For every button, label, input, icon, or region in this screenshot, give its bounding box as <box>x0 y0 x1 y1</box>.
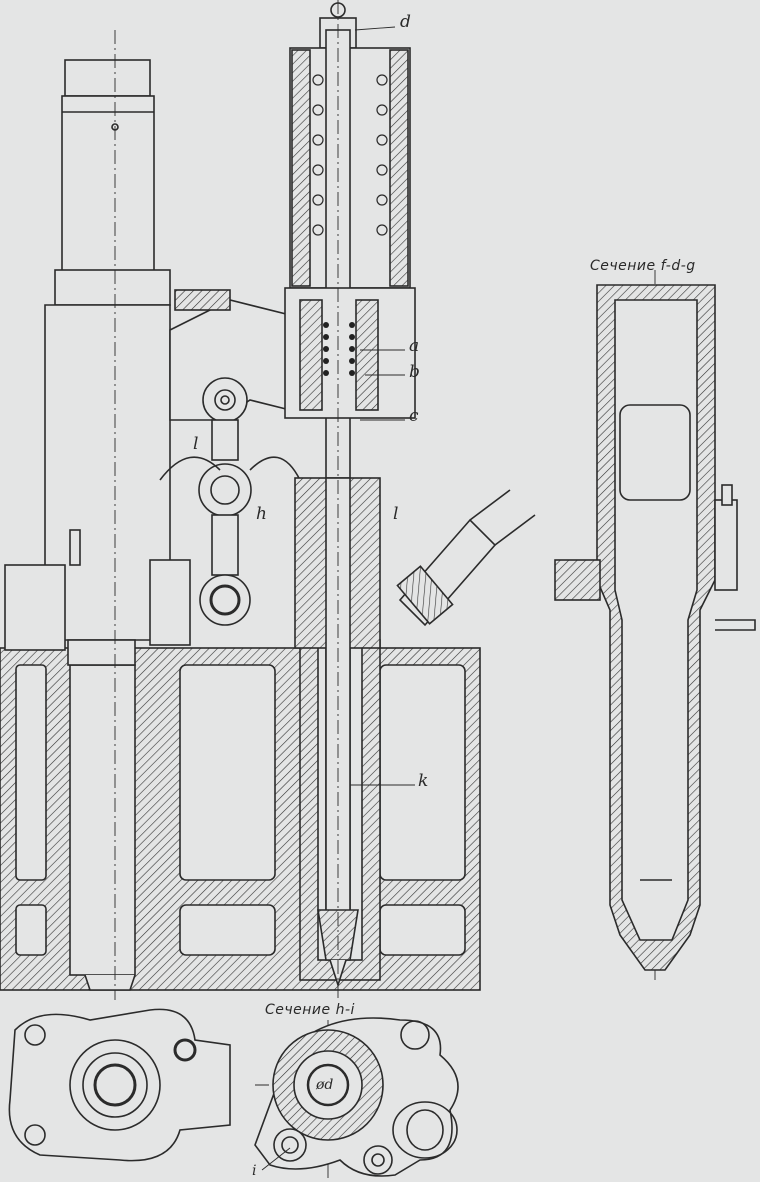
leader-lines <box>261 26 415 1171</box>
rocker-linkage <box>159 289 301 626</box>
label-diameter-d: ød <box>316 1077 334 1093</box>
label-d: d <box>400 12 411 32</box>
fuel-pump <box>4 59 191 666</box>
section-fdg <box>554 284 756 971</box>
bottom-views <box>8 1008 459 1177</box>
label-i: l <box>393 504 399 524</box>
cylinder-block <box>0 639 481 991</box>
section-fdg-title: Сечение f-d-g <box>590 258 696 274</box>
label-i-bottom: i <box>252 1163 257 1179</box>
label-a: a <box>409 336 420 356</box>
label-k: k <box>418 771 429 791</box>
section-hi-title: Сечение h-i <box>265 1002 355 1018</box>
label-b: b <box>409 362 420 382</box>
label-c: c <box>409 406 419 426</box>
label-l: l <box>193 434 199 454</box>
injector <box>284 2 536 988</box>
label-h: h <box>256 504 267 524</box>
